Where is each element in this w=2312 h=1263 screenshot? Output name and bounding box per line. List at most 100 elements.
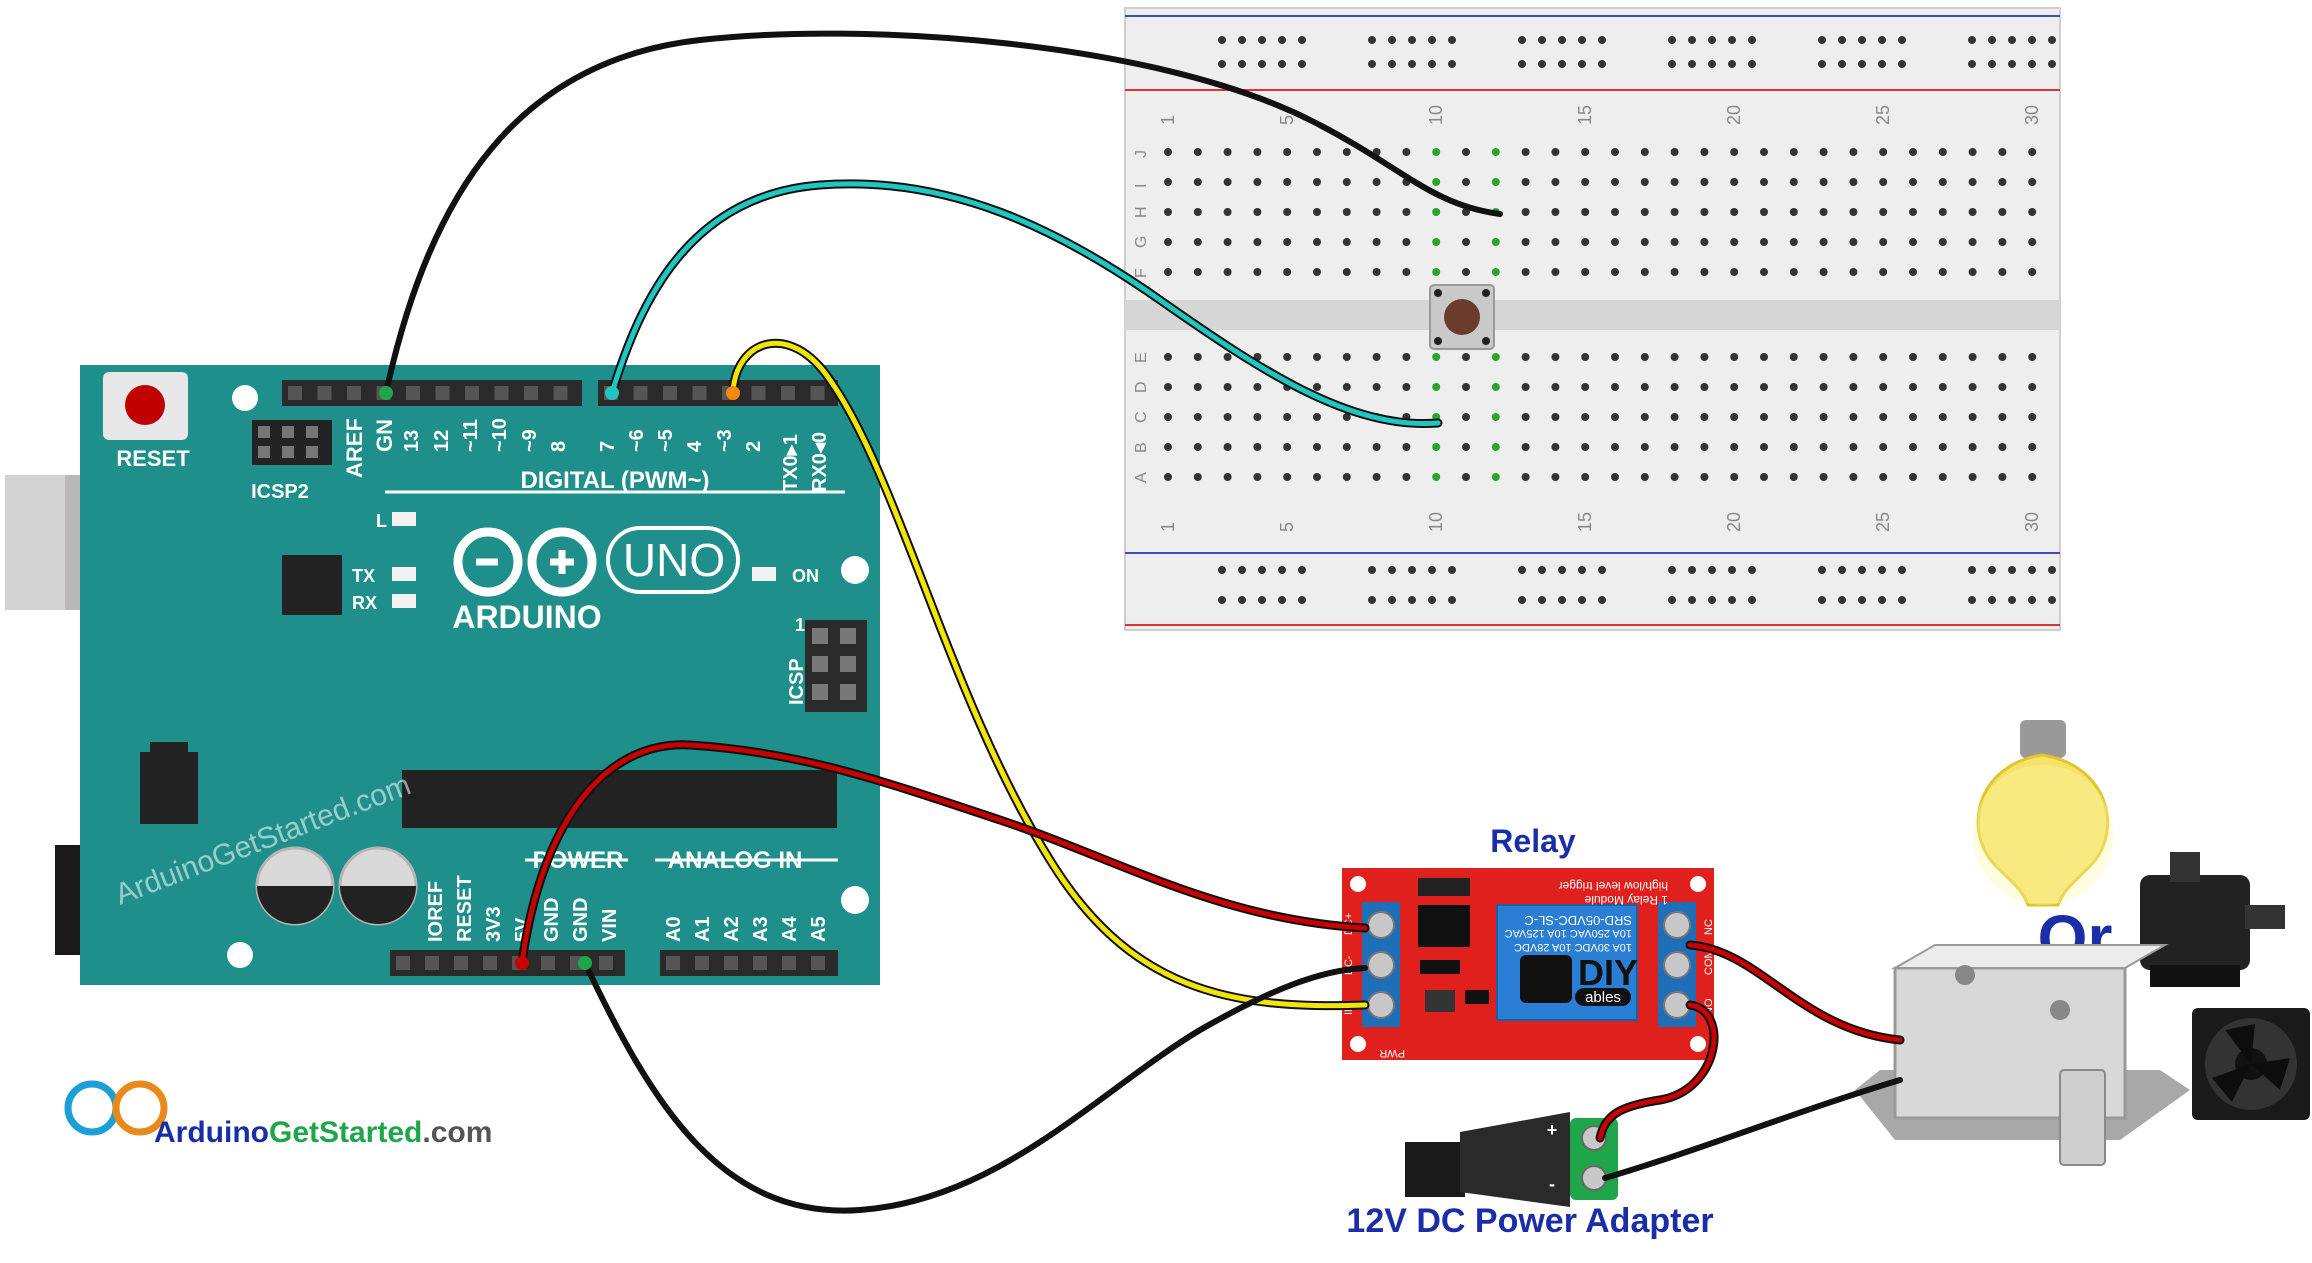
- rail-hole: [1538, 566, 1546, 574]
- breadboard-hole: [1313, 443, 1321, 451]
- breadboard-hole: [1521, 353, 1530, 361]
- breadboard-hole: [1462, 178, 1470, 186]
- pin-socket: [483, 956, 497, 970]
- rail-hole: [1708, 596, 1716, 604]
- breadboard-hole: [2028, 473, 2037, 481]
- digital-pin-sockets: [288, 386, 825, 400]
- digital-pin-label: ~6: [626, 429, 648, 452]
- breadboard-hole: [1909, 238, 1917, 246]
- column-number-top: 25: [1873, 105, 1893, 125]
- icsp2-pin: [306, 426, 318, 438]
- led-rx-label: RX: [352, 593, 377, 613]
- uno-label: UNO: [623, 534, 725, 586]
- breadboard-hole: [1402, 148, 1411, 156]
- breadboard-hole: [1313, 413, 1321, 421]
- breadboard-hole: [1789, 148, 1798, 156]
- breadboard-hole: [1253, 178, 1262, 186]
- breadboard-hole: [1998, 413, 2007, 421]
- rail-hole: [1668, 36, 1676, 44]
- relay-rating1-label: 10A 250VAC 10A 125VAC: [1505, 927, 1632, 939]
- breadboard-hole: [1491, 178, 1500, 186]
- breadboard-hole: [1521, 383, 1530, 391]
- breadboard-hole: [1879, 178, 1888, 186]
- breadboard-hole: [1581, 208, 1590, 216]
- breadboard-hole: [1909, 268, 1917, 276]
- rail-hole: [2028, 566, 2036, 574]
- breadboard-hole: [1700, 443, 1709, 451]
- icsp2-pin: [282, 446, 294, 458]
- breadboard-hole: [1670, 353, 1679, 361]
- digital-pin-label: 4: [684, 440, 706, 452]
- breadboard-hole: [1164, 148, 1172, 156]
- breadboard-hole: [1730, 268, 1739, 276]
- breadboard-hole: [1402, 383, 1411, 391]
- breadboard-hole: [1223, 208, 1232, 216]
- breadboard-hole: [1968, 178, 1977, 186]
- wire-black-gnd: [383, 30, 1503, 396]
- arduino-brand-label: ARDUINO: [452, 599, 601, 635]
- rail-hole: [1218, 60, 1226, 68]
- logo-part1: Arduino: [154, 1116, 269, 1149]
- breadboard-hole: [1670, 148, 1679, 156]
- breadboard-hole: [1670, 443, 1679, 451]
- breadboard-hole: [1581, 443, 1590, 451]
- breadboard-hole: [1551, 413, 1560, 421]
- breadboard-hole: [1760, 353, 1768, 361]
- rail-hole: [1538, 596, 1546, 604]
- breadboard-hole: [1789, 413, 1798, 421]
- column-number-top: 1: [1158, 115, 1178, 125]
- breadboard-hole: [1789, 268, 1798, 276]
- breadboard-hole: [1402, 443, 1411, 451]
- breadboard-hole: [1640, 353, 1649, 361]
- analog-header: [660, 950, 838, 976]
- breadboard-hole: [1640, 413, 1649, 421]
- rail-hole: [1388, 36, 1396, 44]
- rail-hole: [1748, 36, 1756, 44]
- breadboard-hole: [1760, 383, 1768, 391]
- rail-hole: [2048, 596, 2056, 604]
- breadboard-hole: [1342, 238, 1351, 246]
- breadboard-hole: [1313, 473, 1321, 481]
- pin-socket: [494, 386, 509, 400]
- rail-hole: [1298, 566, 1306, 574]
- rail-hole: [1388, 566, 1396, 574]
- push-button[interactable]: [1429, 284, 1495, 350]
- atmega-chip: [402, 770, 837, 828]
- column-number-bottom: 1: [1158, 522, 1178, 532]
- breadboard-hole: [1879, 473, 1888, 481]
- breadboard-hole: [1372, 238, 1381, 246]
- breadboard-hole: [1521, 413, 1530, 421]
- breadboard-hole: [1462, 148, 1470, 156]
- column-number-top: 15: [1575, 105, 1595, 125]
- breadboard-hole: [1164, 268, 1172, 276]
- breadboard-hole: [1789, 443, 1798, 451]
- breadboard-hole: [1909, 178, 1917, 186]
- breadboard-hole: [1551, 148, 1560, 156]
- breadboard-hole: [1998, 148, 2007, 156]
- rail-hole: [1218, 36, 1226, 44]
- breadboard-hole: [1402, 238, 1411, 246]
- wires: [379, 30, 1905, 1214]
- breadboard-hole: [1670, 208, 1679, 216]
- breadboard-hole: [1253, 148, 1262, 156]
- rail-hole: [1988, 36, 1996, 44]
- breadboard-hole: [1342, 208, 1351, 216]
- breadboard-hole: [1462, 473, 1470, 481]
- breadboard-hole: [1551, 268, 1560, 276]
- breadboard-hole: [1402, 268, 1411, 276]
- breadboard-hole: [1938, 148, 1947, 156]
- rail-hole: [1258, 566, 1266, 574]
- relay-output-pin-label: COM: [1703, 949, 1715, 975]
- cooling-fan-icon: [2192, 1008, 2310, 1120]
- breadboard-hole: [1521, 148, 1530, 156]
- breadboard-hole: [1760, 443, 1768, 451]
- breadboard-hole: [1462, 443, 1470, 451]
- breadboard-hole: [1164, 208, 1172, 216]
- breadboard-hole: [1342, 383, 1351, 391]
- icsp2-label: ICSP2: [251, 481, 309, 503]
- breadboard-hole: [1879, 413, 1888, 421]
- breadboard-hole: [1372, 268, 1381, 276]
- breadboard-hole: [1819, 383, 1828, 391]
- breadboard-hole: [1849, 238, 1858, 246]
